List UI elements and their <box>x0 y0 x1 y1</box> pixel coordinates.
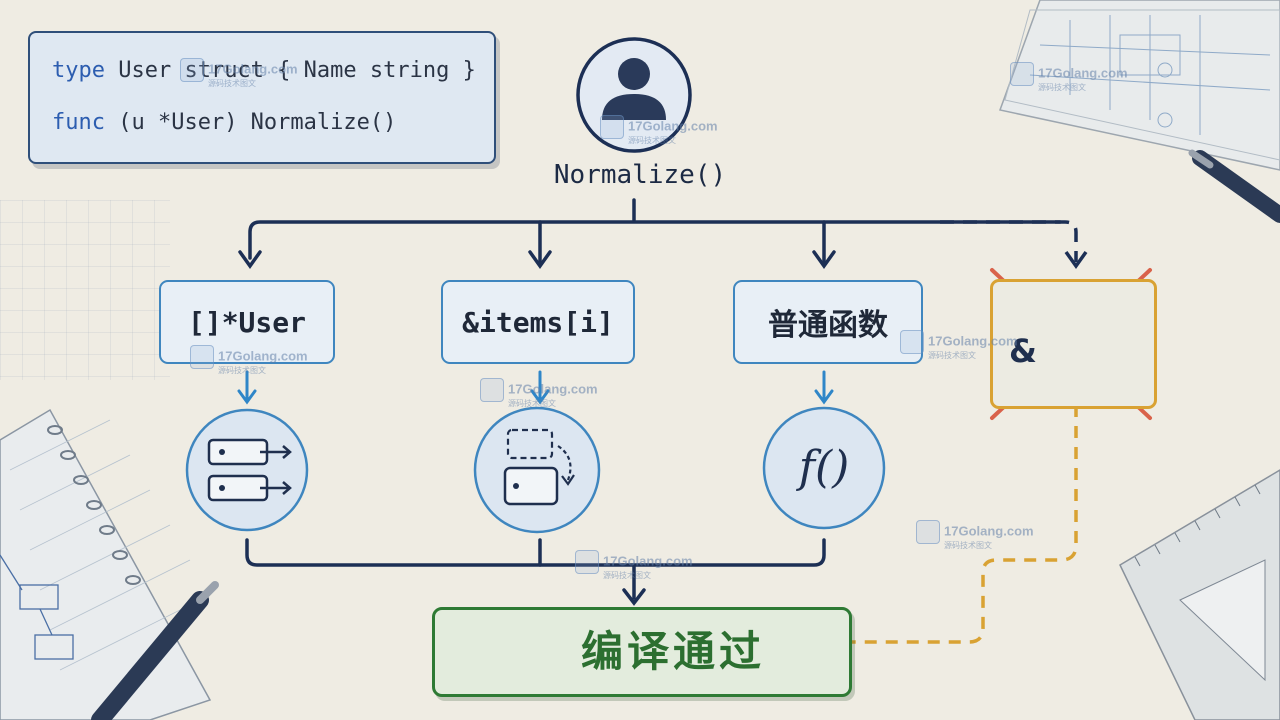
node-invalid-address: & <box>990 279 1157 409</box>
dashed-branch-arrowhead <box>1064 250 1088 270</box>
watermark-text: 17Golang.com <box>208 61 298 77</box>
watermark-subtext: 源码技术图文 <box>208 79 256 88</box>
pen-icon <box>1188 149 1280 223</box>
watermark: 17Golang.com 源码技术图文 <box>480 378 598 409</box>
watermark-logo-icon <box>480 378 504 402</box>
result-label: 编译通过 <box>581 627 766 676</box>
branch-lines <box>248 198 1062 264</box>
code-keyword-type: type <box>52 58 105 83</box>
code-line-type: type User struct { Name string } <box>52 58 476 83</box>
watermark-text: 17Golang.com <box>1038 65 1128 81</box>
function-glyph: f() <box>798 442 850 493</box>
code-line-func: func (u *User) Normalize() <box>52 110 396 135</box>
invalid-path-dashed-line <box>852 405 1078 644</box>
code-text-type: User struct { Name string } <box>104 58 476 83</box>
watermark-text: 17Golang.com <box>944 523 1034 539</box>
watermark: 17Golang.com 源码技术图文 <box>916 520 1034 551</box>
watermark: 17Golang.com 源码技术图文 <box>190 345 308 376</box>
actor-label: Normalize() <box>553 160 727 190</box>
result-box: 编译通过 <box>432 607 852 697</box>
watermark-subtext: 源码技术图文 <box>603 571 651 580</box>
watermark-subtext: 源码技术图文 <box>508 399 556 408</box>
watermark-subtext: 源码技术图文 <box>218 366 266 375</box>
watermark: 17Golang.com 源码技术图文 <box>600 115 718 146</box>
watermark-logo-icon <box>900 330 924 354</box>
blueprint-paper-icon <box>999 0 1280 171</box>
watermark: 17Golang.com 源码技术图文 <box>180 58 298 89</box>
watermark-logo-icon <box>916 520 940 544</box>
node-address-of-element: &items[i] <box>441 280 635 364</box>
node-to-icon-arrows <box>237 370 834 405</box>
node-slice-of-pointers: []*User <box>159 280 335 364</box>
address-of-element-icon <box>473 406 601 534</box>
watermark-subtext: 源码技术图文 <box>928 351 976 360</box>
slice-of-pointers-icon <box>185 408 309 532</box>
watermark-subtext: 源码技术图文 <box>1038 83 1086 92</box>
background-grid <box>0 200 170 380</box>
code-text-func: (u *User) Normalize() <box>104 110 397 135</box>
dashed-branch-line <box>940 220 1078 262</box>
watermark-logo-icon <box>190 345 214 369</box>
pencil-icon <box>91 581 219 720</box>
watermark-subtext: 源码技术图文 <box>628 136 676 145</box>
merge-lines <box>245 538 826 606</box>
watermark-logo-icon <box>1010 62 1034 86</box>
node-plain-function: 普通函数 <box>733 280 923 364</box>
watermark-text: 17Golang.com <box>628 118 718 134</box>
watermark: 17Golang.com 源码技术图文 <box>1010 62 1128 93</box>
ampersand-symbol: & <box>1009 332 1037 370</box>
watermark: 17Golang.com 源码技术图文 <box>900 330 1018 361</box>
watermark-subtext: 源码技术图文 <box>944 541 992 550</box>
watermark-logo-icon <box>575 550 599 574</box>
user-avatar-icon <box>576 37 692 153</box>
code-keyword-func: func <box>52 110 105 135</box>
code-snippet-panel: type User struct { Name string } func (u… <box>28 31 496 164</box>
watermark-text: 17Golang.com <box>928 333 1018 349</box>
function-icon <box>762 406 886 530</box>
watermark: 17Golang.com 源码技术图文 <box>575 550 693 581</box>
watermark-text: 17Golang.com <box>218 348 308 364</box>
watermark-text: 17Golang.com <box>508 381 598 397</box>
ruler-icon <box>1119 469 1280 720</box>
watermark-logo-icon <box>180 58 204 82</box>
watermark-text: 17Golang.com <box>603 553 693 569</box>
watermark-logo-icon <box>600 115 624 139</box>
branch-arrowheads <box>238 250 836 270</box>
